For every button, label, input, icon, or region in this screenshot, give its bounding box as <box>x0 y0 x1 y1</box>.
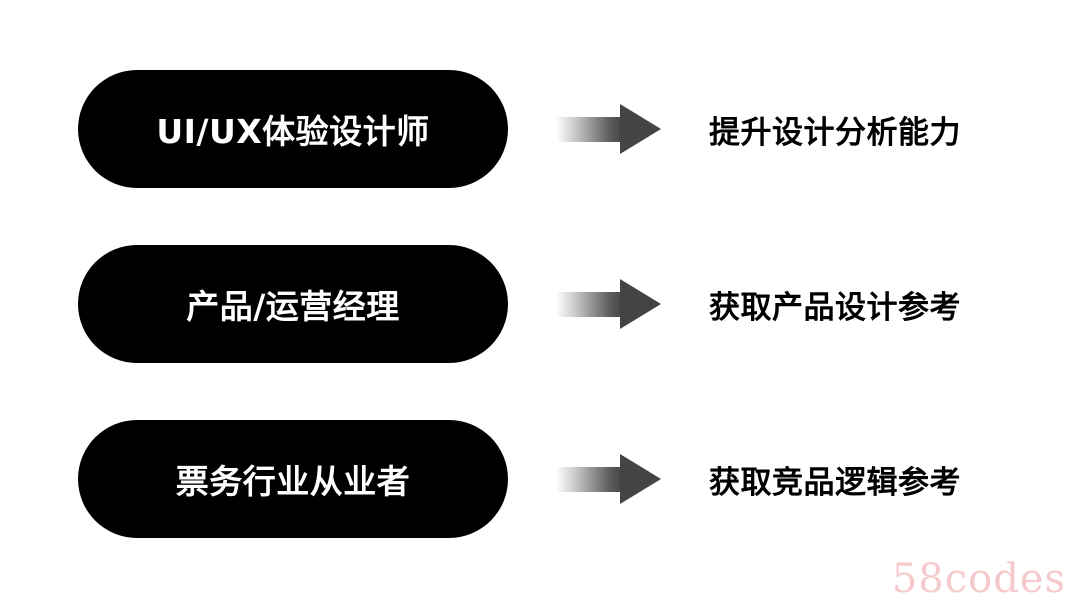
watermark: 58codes <box>891 556 1066 602</box>
arrow-head <box>620 279 661 329</box>
right-arrow-icon <box>556 104 662 154</box>
arrow-shaft <box>556 467 622 492</box>
audience-row: 产品/运营经理 获取产品设计参考 <box>0 245 1080 363</box>
arrow-shaft <box>556 292 622 317</box>
right-arrow-icon <box>556 454 662 504</box>
benefit-label: 获取竞品逻辑参考 <box>709 464 961 501</box>
benefit-label: 获取产品设计参考 <box>709 289 961 326</box>
right-arrow-icon <box>556 279 662 329</box>
audience-row: 票务行业从业者 获取竞品逻辑参考 <box>0 420 1080 538</box>
audience-row: UI/UX体验设计师 提升设计分析能力 <box>0 70 1080 188</box>
arrow-head <box>620 104 661 154</box>
benefit-label: 提升设计分析能力 <box>709 114 961 151</box>
audience-label: 产品/运营经理 <box>186 287 400 326</box>
arrow-shaft <box>556 117 622 142</box>
audience-pill: UI/UX体验设计师 <box>78 70 508 188</box>
audience-label: 票务行业从业者 <box>175 462 411 501</box>
audience-pill: 票务行业从业者 <box>78 420 508 538</box>
audience-pill: 产品/运营经理 <box>78 245 508 363</box>
audience-label: UI/UX体验设计师 <box>156 112 430 151</box>
arrow-head <box>620 454 661 504</box>
